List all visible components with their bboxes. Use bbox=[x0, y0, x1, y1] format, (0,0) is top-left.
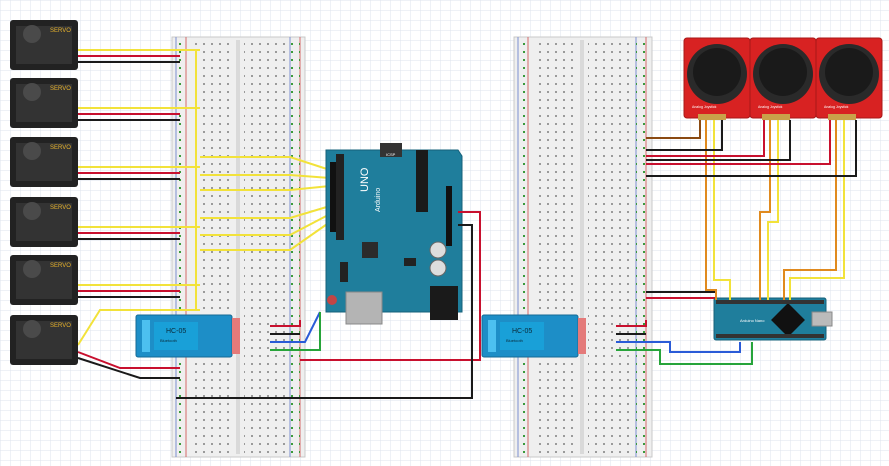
servo-6: SERVO bbox=[10, 315, 78, 365]
servo-1: SERVO bbox=[10, 20, 78, 70]
servo-label: SERVO bbox=[50, 28, 71, 34]
joystick-3: Analog Joystick bbox=[815, 37, 883, 120]
uno-model: UNO bbox=[359, 167, 371, 192]
bt-module-right: HC-05 Bluetooth bbox=[481, 314, 586, 358]
bt-left-model: HC-05 bbox=[166, 328, 186, 335]
arduino-uno: UNO Arduino ICSP bbox=[325, 143, 463, 325]
joystick-2: Analog Joystick bbox=[749, 37, 817, 120]
servo-label: SERVO bbox=[50, 323, 71, 329]
breadboard-right bbox=[513, 36, 653, 458]
servo-3: SERVO bbox=[10, 137, 78, 187]
breadboard-left bbox=[171, 36, 306, 458]
joystick-label: Analog Joystick bbox=[692, 105, 717, 109]
bt-right-model: HC-05 bbox=[512, 328, 532, 335]
bt-right-sub: Bluetooth bbox=[506, 338, 523, 343]
bt-left-wires bbox=[176, 211, 481, 399]
uno-brand: Arduino bbox=[375, 188, 382, 212]
nano-label: Arduino Nano bbox=[740, 318, 765, 323]
servo-wires bbox=[77, 49, 200, 379]
joystick-wires bbox=[646, 120, 857, 300]
bt-module-left: HC-05 Bluetooth bbox=[135, 314, 240, 358]
joystick-label: Analog Joystick bbox=[824, 105, 849, 109]
servo-label: SERVO bbox=[50, 145, 71, 151]
servo-4: SERVO bbox=[10, 197, 78, 247]
bt-left-sub: Bluetooth bbox=[160, 338, 177, 343]
joystick-label: Analog Joystick bbox=[758, 105, 783, 109]
signal-wires bbox=[200, 156, 331, 251]
arduino-nano: Arduino Nano bbox=[713, 297, 833, 341]
servo-label: SERVO bbox=[50, 205, 71, 211]
servo-label: SERVO bbox=[50, 86, 71, 92]
joystick-1: Analog Joystick bbox=[683, 37, 751, 120]
servo-5: SERVO bbox=[10, 255, 78, 305]
uno-icsp-label: ICSP bbox=[386, 152, 396, 157]
bt-right-wires bbox=[616, 291, 753, 365]
servo-2: SERVO bbox=[10, 78, 78, 128]
servo-label: SERVO bbox=[50, 263, 71, 269]
